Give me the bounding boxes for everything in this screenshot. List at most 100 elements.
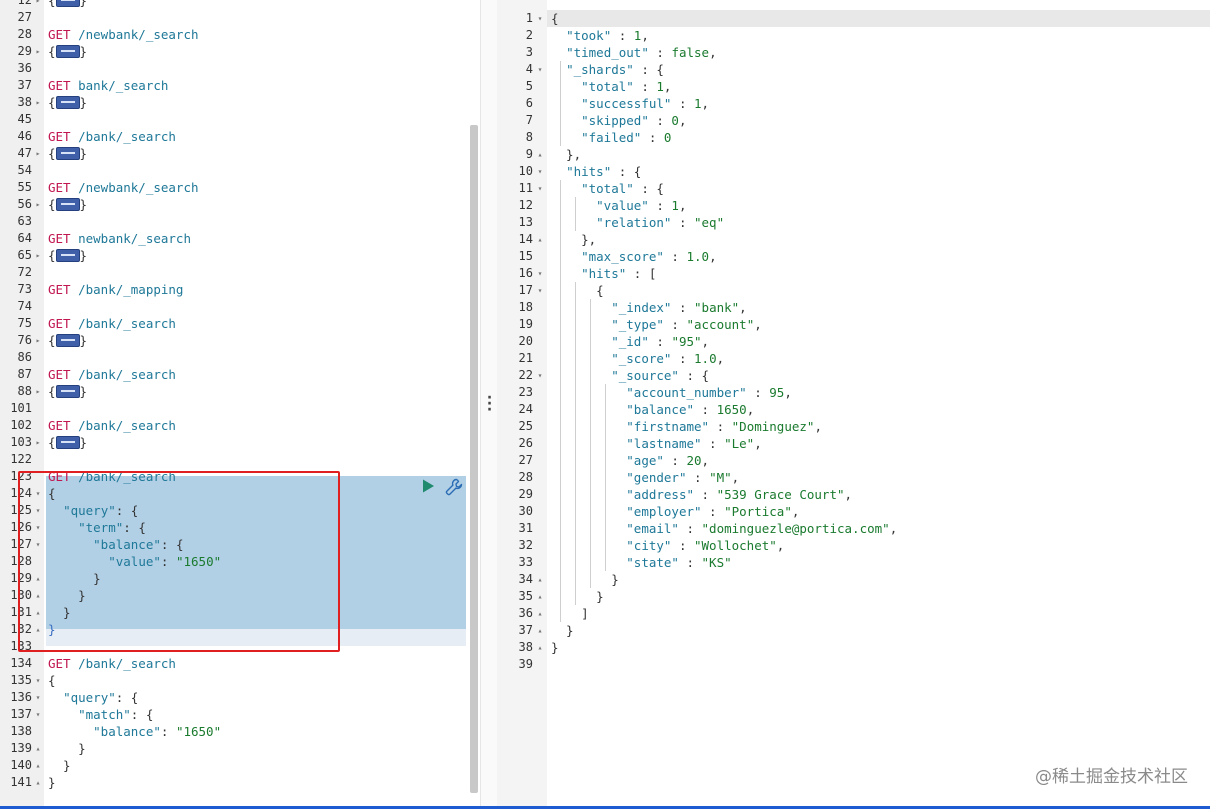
expand-fold-icon[interactable]: ▸ [35,200,41,209]
expand-fold-icon[interactable]: ▸ [35,251,41,260]
collapsed-block-icon[interactable] [55,249,80,262]
request-editor-line[interactable]: 122 [0,451,480,468]
request-editor-line[interactable]: 130▴ } [0,587,480,604]
response-viewer-line[interactable]: 13 "relation" : "eq" [497,214,1210,231]
request-editor-line[interactable]: 29▸{} [0,43,480,60]
request-editor-line[interactable]: 63 [0,213,480,230]
fold-toggle-icon[interactable]: ▾ [35,506,41,515]
fold-toggle-icon[interactable]: ▴ [35,574,41,583]
response-viewer-line[interactable]: 21 "_score" : 1.0, [497,350,1210,367]
request-editor-line[interactable]: 132▴} [0,621,480,638]
response-viewer-line[interactable]: 30 "employer" : "Portica", [497,503,1210,520]
expand-fold-icon[interactable]: ▸ [35,438,41,447]
request-editor-line[interactable]: 125▾ "query": { [0,502,480,519]
response-viewer-pane[interactable]: 1▾{2 "took" : 1,3 "timed_out" : false,4▾… [497,0,1210,809]
response-viewer-line[interactable]: 11▾ "total" : { [497,180,1210,197]
fold-toggle-icon[interactable]: ▾ [537,65,543,74]
response-viewer-line[interactable]: 16▾ "hits" : [ [497,265,1210,282]
response-viewer-line[interactable]: 37▴ } [497,622,1210,639]
fold-toggle-icon[interactable]: ▴ [537,626,543,635]
expand-fold-icon[interactable]: ▸ [35,387,41,396]
response-viewer-line[interactable]: 36▴ ] [497,605,1210,622]
fold-toggle-icon[interactable]: ▾ [537,286,543,295]
response-viewer-line[interactable]: 3 "timed_out" : false, [497,44,1210,61]
response-viewer-line[interactable]: 4▾ "_shards" : { [497,61,1210,78]
fold-toggle-icon[interactable]: ▴ [537,592,543,601]
request-editor-line[interactable]: 141▴} [0,774,480,791]
fold-toggle-icon[interactable]: ▴ [35,591,41,600]
fold-toggle-icon[interactable]: ▾ [35,693,41,702]
response-viewer-line[interactable]: 33 "state" : "KS" [497,554,1210,571]
response-viewer-line[interactable]: 28 "gender" : "M", [497,469,1210,486]
request-editor-line[interactable]: 45 [0,111,480,128]
collapsed-block-icon[interactable] [55,385,80,398]
fold-toggle-icon[interactable]: ▴ [35,744,41,753]
request-editor-line[interactable]: 138 "balance": "1650" [0,723,480,740]
response-viewer-line[interactable]: 14▴ }, [497,231,1210,248]
request-editor-line[interactable]: 135▾{ [0,672,480,689]
expand-fold-icon[interactable]: ▸ [35,98,41,107]
fold-toggle-icon[interactable]: ▾ [35,710,41,719]
collapsed-block-icon[interactable] [55,0,80,7]
response-viewer-line[interactable]: 5 "total" : 1, [497,78,1210,95]
request-editor-scrollbar[interactable] [470,125,478,793]
response-viewer-line[interactable]: 29 "address" : "539 Grace Court", [497,486,1210,503]
response-viewer-line[interactable]: 31 "email" : "dominguezle@portica.com", [497,520,1210,537]
request-editor-line[interactable]: 72 [0,264,480,281]
response-viewer-line[interactable]: 27 "age" : 20, [497,452,1210,469]
request-editor-line[interactable]: 65▸{} [0,247,480,264]
request-editor-line[interactable]: 27 [0,9,480,26]
response-viewer-line[interactable]: 34▴ } [497,571,1210,588]
response-viewer-line[interactable]: 23 "account_number" : 95, [497,384,1210,401]
fold-toggle-icon[interactable]: ▾ [35,676,41,685]
response-viewer-line[interactable]: 20 "_id" : "95", [497,333,1210,350]
request-editor-line[interactable]: 103▸{} [0,434,480,451]
request-editor-line[interactable]: 101 [0,400,480,417]
request-editor-line[interactable]: 136▾ "query": { [0,689,480,706]
request-editor-line[interactable]: 12▸{} [0,0,480,9]
request-editor-line[interactable]: 126▾ "term": { [0,519,480,536]
fold-toggle-icon[interactable]: ▴ [537,150,543,159]
collapsed-block-icon[interactable] [55,96,80,109]
response-viewer-line[interactable]: 32 "city" : "Wollochet", [497,537,1210,554]
response-viewer-line[interactable]: 26 "lastname" : "Le", [497,435,1210,452]
request-editor-line[interactable]: 54 [0,162,480,179]
response-viewer-line[interactable]: 35▴ } [497,588,1210,605]
fold-toggle-icon[interactable]: ▴ [537,643,543,652]
request-editor-line[interactable]: 76▸{} [0,332,480,349]
fold-toggle-icon[interactable]: ▴ [537,235,543,244]
collapsed-block-icon[interactable] [55,436,80,449]
request-editor-line[interactable]: 137▾ "match": { [0,706,480,723]
response-viewer-line[interactable]: 1▾{ [497,10,1210,27]
response-viewer-line[interactable]: 7 "skipped" : 0, [497,112,1210,129]
fold-toggle-icon[interactable]: ▾ [537,167,543,176]
request-editor-line[interactable]: 74 [0,298,480,315]
fold-toggle-icon[interactable]: ▴ [35,778,41,787]
fold-toggle-icon[interactable]: ▾ [537,14,543,23]
request-editor-line[interactable]: 131▴ } [0,604,480,621]
request-editor-line[interactable]: 129▴ } [0,570,480,587]
request-editor-line[interactable]: 36 [0,60,480,77]
response-viewer-line[interactable]: 8 "failed" : 0 [497,129,1210,146]
response-viewer-line[interactable]: 19 "_type" : "account", [497,316,1210,333]
fold-toggle-icon[interactable]: ▾ [537,371,543,380]
request-options-button[interactable] [445,478,463,496]
request-editor-line[interactable]: 127▾ "balance": { [0,536,480,553]
response-viewer-line[interactable]: 22▾ "_source" : { [497,367,1210,384]
fold-toggle-icon[interactable]: ▾ [537,184,543,193]
response-viewer-line[interactable]: 15 "max_score" : 1.0, [497,248,1210,265]
fold-toggle-icon[interactable]: ▴ [35,608,41,617]
request-editor-line[interactable]: 88▸{} [0,383,480,400]
fold-toggle-icon[interactable]: ▾ [537,269,543,278]
